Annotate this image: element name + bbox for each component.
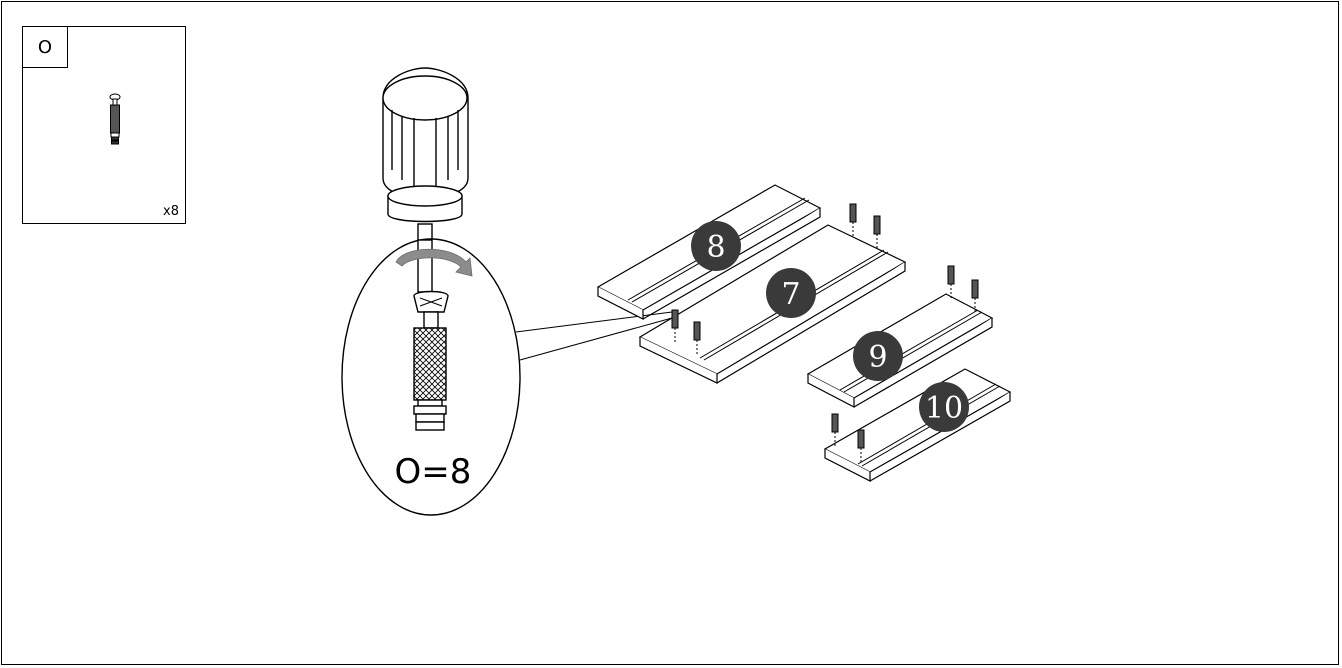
- cam-dowel-icon: [109, 93, 121, 145]
- small-cam-dowels: [671, 203, 979, 464]
- badge-8: 8: [691, 221, 741, 271]
- panel-9-number: 9: [868, 340, 887, 375]
- screwdriver: [382, 67, 469, 291]
- panel-7-number: 7: [781, 277, 800, 312]
- callout-leader-lines: [515, 311, 673, 361]
- part-quantity: x8: [163, 204, 179, 219]
- cam-dowel-detail: [413, 290, 449, 431]
- part-letter-label: O: [22, 26, 68, 68]
- badge-9: 9: [853, 331, 903, 381]
- badge-7: 7: [766, 268, 816, 318]
- parts-list-box: O x8: [22, 26, 186, 224]
- rotation-arrow-icon: [395, 248, 473, 277]
- badge-10: 10: [919, 382, 969, 432]
- callout-label: O=8: [395, 452, 472, 492]
- panel-8-number: 8: [706, 230, 725, 265]
- panel-10-number: 10: [925, 391, 963, 426]
